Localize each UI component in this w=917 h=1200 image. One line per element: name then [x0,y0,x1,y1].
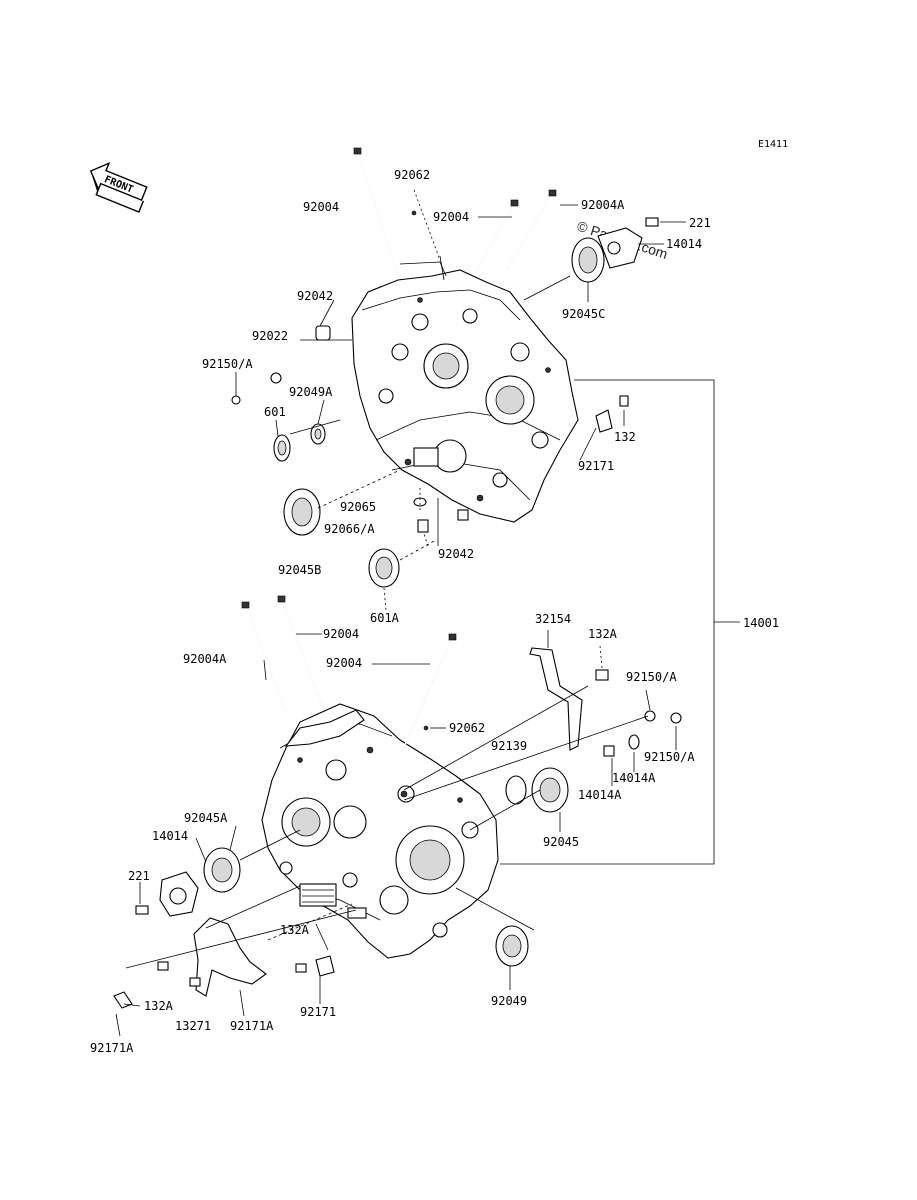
part-label: 92150/A [202,357,253,371]
part-label: 92171 [578,459,614,473]
part-label: 92139 [491,739,527,753]
part-label: 92171A [230,1019,274,1033]
lower-studs [241,595,457,753]
part-label: 92150/A [644,750,695,764]
part-label: 92004 [433,210,469,224]
diagram-code: E1411 [758,139,788,150]
part-label: 92049A [289,385,333,399]
part-label: 92171A [90,1041,134,1055]
part-label: 14014A [612,771,656,785]
part-label: 92066/A [324,522,375,536]
part-label: 92022 [252,329,288,343]
part-label: 92004 [303,200,339,214]
part-label: 132A [280,923,310,937]
part-label: 92045B [278,563,321,577]
part-label: 221 [128,869,150,883]
part-label: 92042 [297,289,333,303]
part-label: 601A [370,611,400,625]
part-label: 13271 [175,1019,211,1033]
part-label: 601 [264,405,286,419]
part-label: 92150/A [626,670,677,684]
part-label: 92045A [184,811,228,825]
part-label: 92004A [581,198,625,212]
part-label: 221 [689,216,711,230]
part-label: 92062 [394,168,430,182]
part-label: 92062 [449,721,485,735]
part-label: 92004 [326,656,362,670]
part-label: 32154 [535,612,571,626]
part-label: 14014A [578,788,622,802]
part-label: 92045C [562,307,605,321]
part-label: 92004A [183,652,227,666]
part-label: 92171 [300,1005,336,1019]
upper-studs [353,147,557,277]
lower-crankcase [261,703,499,959]
part-label: 92045 [543,835,579,849]
part-label: 92042 [438,547,474,561]
upper-small-parts [231,210,659,588]
part-label: 132A [144,999,174,1013]
part-label: 14014 [666,237,702,251]
lower-small-parts [113,647,682,1009]
front-arrow-icon: FRONT [89,161,148,213]
part-label: 14001 [743,616,779,630]
part-label: 14014 [152,829,188,843]
part-label: 92065 [340,500,376,514]
part-label: 92004 [323,627,359,641]
part-label: 132A [588,627,618,641]
part-label: 132 [614,430,636,444]
leader-lines [115,189,740,1037]
part-labels: 92062 92004 92004 92004A 221 14014 92042… [90,168,779,1055]
part-label: 92049 [491,994,527,1008]
upper-crankcase [351,255,579,523]
